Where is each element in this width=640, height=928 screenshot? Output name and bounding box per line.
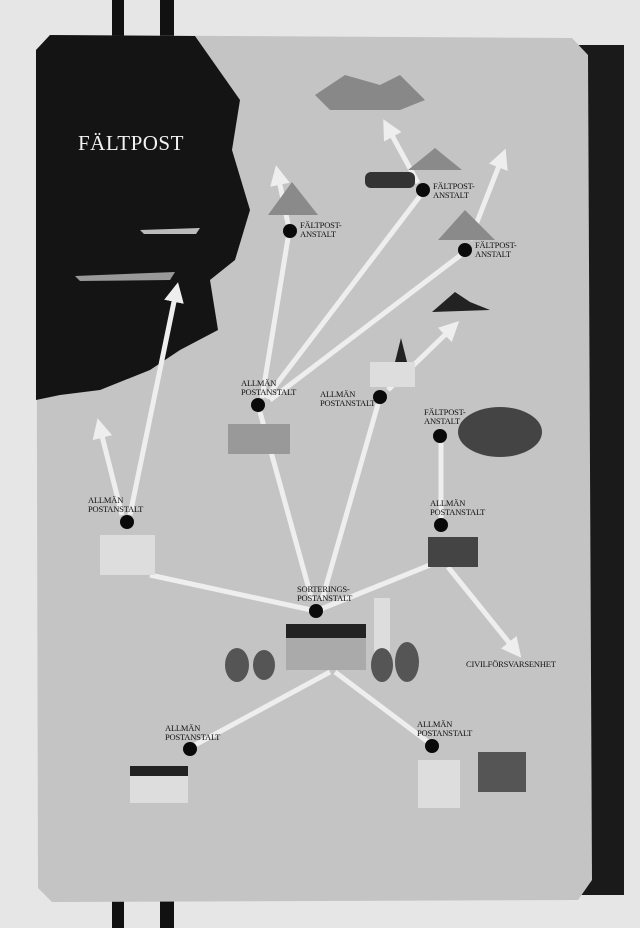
poster-title: FÄLTPOST <box>78 131 184 155</box>
svg-text:FÄLTPOST-: FÄLTPOST- <box>300 220 342 230</box>
post-office-icon <box>418 760 460 808</box>
node-allman-4: ALLMÄN POSTANSTALT <box>430 498 486 532</box>
tree-icon <box>253 650 275 680</box>
svg-text:CIVILFÖRSVARSENHET: CIVILFÖRSVARSENHET <box>466 659 557 669</box>
svg-text:FÄLTPOST-: FÄLTPOST- <box>433 181 475 191</box>
svg-text:POSTANSTALT: POSTANSTALT <box>165 732 221 742</box>
tent-icon <box>438 210 495 240</box>
mount-bar <box>112 898 124 928</box>
mail-routes <box>92 119 522 748</box>
svg-text:SORTERINGS-: SORTERINGS- <box>297 584 350 594</box>
svg-text:ALLMÄN: ALLMÄN <box>241 378 276 388</box>
svg-text:POSTANSTALT: POSTANSTALT <box>320 398 376 408</box>
tent-icon <box>268 182 318 215</box>
tank-icon <box>365 172 415 188</box>
svg-text:ANSTALT: ANSTALT <box>433 190 470 200</box>
sea-region <box>36 35 250 400</box>
svg-text:ANSTALT: ANSTALT <box>475 249 512 259</box>
field-camp-icon <box>315 75 425 110</box>
bunker-icon <box>458 407 542 457</box>
ship-icon <box>75 272 175 281</box>
node-allman-3: ALLMÄN POSTANSTALT <box>88 495 144 529</box>
mount-bar <box>112 0 124 40</box>
village-icon <box>100 535 155 575</box>
building-icon <box>228 424 290 454</box>
svg-text:ANSTALT: ANSTALT <box>424 416 461 426</box>
svg-text:POSTANSTALT: POSTANSTALT <box>430 507 486 517</box>
svg-text:POSTANSTALT: POSTANSTALT <box>241 387 297 397</box>
church-building-icon <box>370 362 415 387</box>
svg-text:ALLMÄN: ALLMÄN <box>417 719 452 729</box>
svg-text:ALLMÄN: ALLMÄN <box>320 389 355 399</box>
svg-text:POSTANSTALT: POSTANSTALT <box>88 504 144 514</box>
node-allman-5: ALLMÄN POSTANSTALT <box>165 723 221 756</box>
svg-text:POSTANSTALT: POSTANSTALT <box>297 593 353 603</box>
church-spire-icon <box>395 338 407 362</box>
node-allman-6: ALLMÄN POSTANSTALT <box>417 719 473 753</box>
node-civilforsvar: CIVILFÖRSVARSENHET <box>466 659 557 669</box>
svg-text:FÄLTPOST-: FÄLTPOST- <box>475 240 517 250</box>
node-faltpost-4: FÄLTPOST- ANSTALT <box>424 407 466 443</box>
ship-icon <box>140 228 200 234</box>
house-icon <box>428 537 478 567</box>
tree-icon <box>395 642 419 682</box>
tree-icon <box>225 648 249 682</box>
aircraft-icon <box>432 292 490 312</box>
node-allman-1: ALLMÄN POSTANSTALT <box>241 378 297 412</box>
svg-text:POSTANSTALT: POSTANSTALT <box>417 728 473 738</box>
tent-icon <box>408 148 462 170</box>
svg-text:ALLMÄN: ALLMÄN <box>88 495 123 505</box>
node-faltpost-3: FÄLTPOST- ANSTALT <box>458 240 517 259</box>
apartment-icon <box>478 752 526 792</box>
svg-text:FÄLTPOST-: FÄLTPOST- <box>424 407 466 417</box>
node-sortering: SORTERINGS- POSTANSTALT <box>297 584 353 618</box>
node-faltpost-2: FÄLTPOST- ANSTALT <box>416 181 475 200</box>
svg-text:ALLMÄN: ALLMÄN <box>430 498 465 508</box>
tree-icon <box>371 648 393 682</box>
node-faltpost-1: FÄLTPOST- ANSTALT <box>283 220 342 239</box>
mount-bar <box>160 0 174 40</box>
node-allman-2: ALLMÄN POSTANSTALT <box>320 389 387 408</box>
mount-bar <box>160 898 174 928</box>
svg-text:ANSTALT: ANSTALT <box>300 229 337 239</box>
tower-block-icon <box>374 598 390 653</box>
svg-text:ALLMÄN: ALLMÄN <box>165 723 200 733</box>
